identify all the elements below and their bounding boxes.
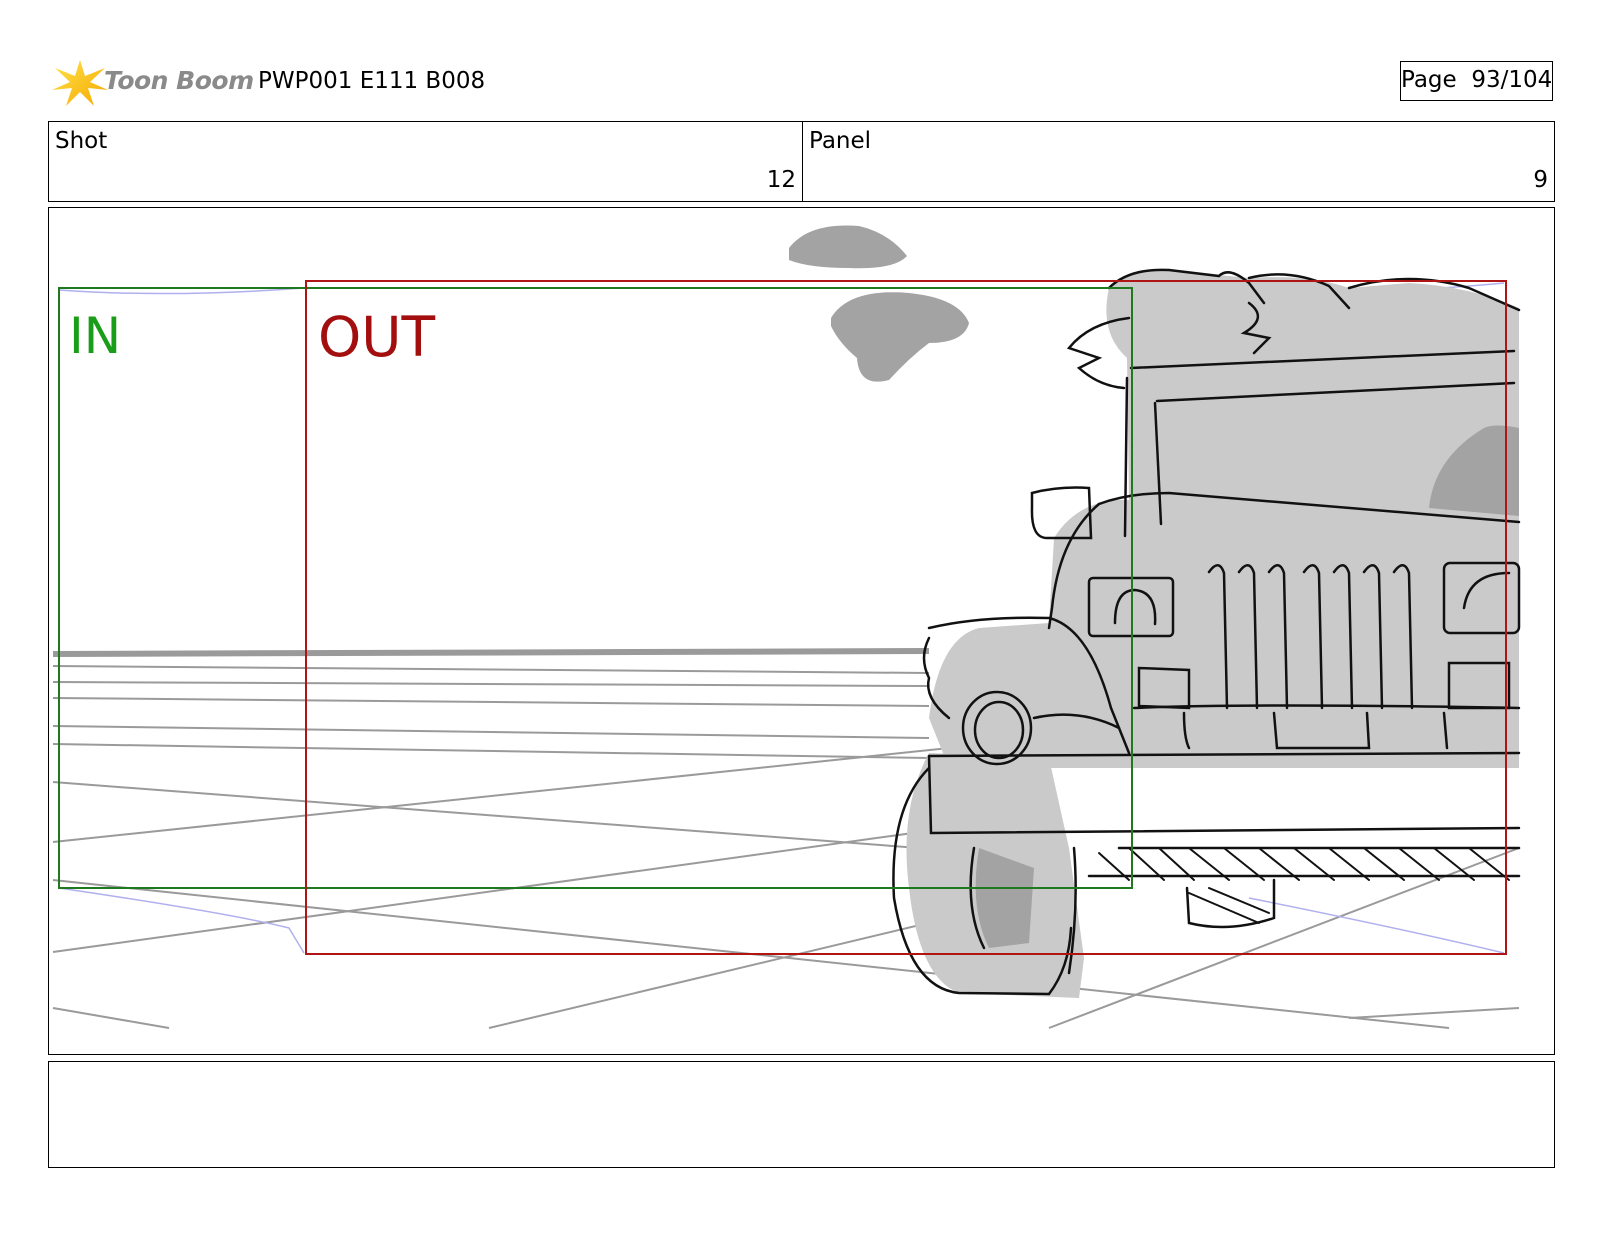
panel-sketch: IN OUT: [52, 225, 1521, 1029]
in-label: IN: [69, 307, 121, 365]
jeep-drawing: [892, 268, 1521, 998]
page-indicator: Page 93/104: [1400, 61, 1553, 101]
page-number: 93/104: [1471, 67, 1553, 93]
shot-number: 12: [766, 167, 796, 193]
panel-cell: Panel 9: [803, 122, 1554, 201]
shot-cell: Shot 12: [49, 122, 803, 201]
page-label: Page: [1401, 67, 1457, 93]
smoke-clouds: [789, 225, 969, 382]
storyboard-panel-frame: IN OUT: [48, 207, 1555, 1055]
horizon-line: [52, 648, 930, 657]
brand-name: Toon Boom: [104, 66, 254, 95]
project-code: PWP001 E111 B008: [258, 68, 486, 94]
caption-box: [48, 1061, 1555, 1168]
star-burst-icon: [52, 60, 108, 106]
panel-number: 9: [1533, 167, 1548, 193]
out-frame: [305, 280, 1507, 955]
panel-label: Panel: [809, 128, 872, 154]
in-frame: [58, 287, 1133, 889]
out-label: OUT: [318, 305, 436, 369]
toon-boom-logo: Toon Boom: [50, 56, 254, 108]
shot-label: Shot: [55, 128, 108, 154]
shot-panel-info: Shot 12 Panel 9: [48, 121, 1555, 202]
